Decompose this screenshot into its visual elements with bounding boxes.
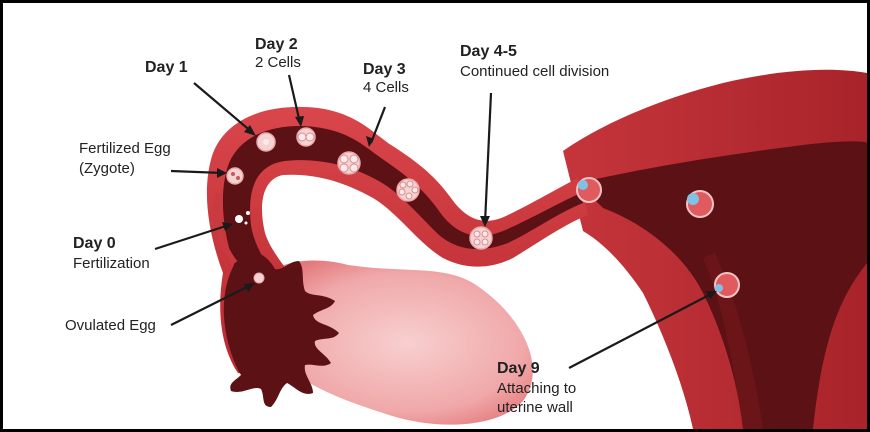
- label-fertilized-egg: Fertilized Egg: [79, 140, 171, 157]
- zygote-cell: [226, 167, 244, 185]
- label-day45: Day 4-5: [460, 43, 517, 60]
- label-zygote: (Zygote): [79, 160, 135, 177]
- arrow-zygote: [170, 169, 224, 175]
- label-day0: Day 0: [73, 235, 116, 252]
- fallopian-tube-illustration: [154, 69, 867, 429]
- label-day9-sub2: uterine wall: [497, 399, 573, 416]
- diagram-canvas: Day 1 Day 2 2 Cells Day 3 4 Cells Day 4-…: [3, 3, 867, 429]
- arrow-day9: [568, 292, 714, 369]
- uterine-wall-inner: [703, 253, 763, 429]
- label-day0-sub: Fertilization: [73, 255, 150, 272]
- day2-cell: [296, 127, 316, 147]
- label-day1: Day 1: [145, 59, 188, 76]
- day3-cell: [337, 151, 361, 175]
- arrows: [154, 74, 714, 369]
- arrow-day3: [369, 106, 387, 144]
- arrow-day0: [154, 223, 230, 251]
- morula-cell: [396, 178, 420, 202]
- blastocyst-2: [686, 190, 714, 218]
- label-day2-sub: 2 Cells: [255, 54, 301, 71]
- arrow-ovulated: [170, 284, 252, 326]
- label-day45-sub: Continued cell division: [460, 63, 610, 80]
- label-day2: Day 2: [255, 36, 298, 53]
- arrow-day1: [193, 82, 254, 134]
- day1-cell: [256, 132, 276, 152]
- label-ovulated-egg: Ovulated Egg: [65, 317, 156, 334]
- ovulated-egg: [253, 272, 265, 284]
- implanting-blastocyst: [714, 272, 740, 298]
- label-day3: Day 3: [363, 61, 406, 78]
- label-day9-sub1: Attaching to: [497, 380, 577, 397]
- label-day9: Day 9: [497, 360, 540, 377]
- day45-cell: [469, 226, 493, 250]
- arrowheads: [217, 116, 717, 299]
- fertilization-cell: [235, 211, 250, 225]
- fimbriae: [223, 252, 339, 407]
- label-day3-sub: 4 Cells: [363, 79, 409, 96]
- blastocyst-1: [576, 177, 602, 203]
- arrow-day2: [287, 74, 302, 124]
- arrow-day45: [483, 92, 493, 224]
